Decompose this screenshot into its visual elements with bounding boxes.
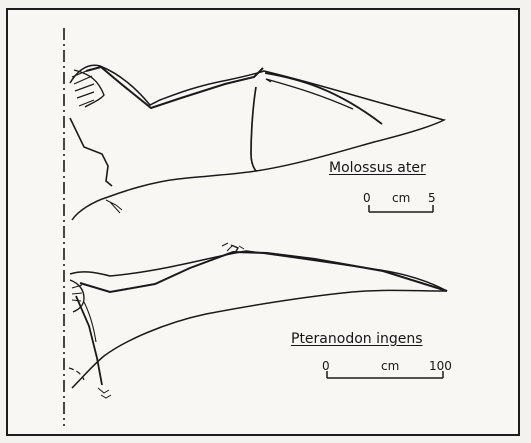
molossus-scale-end: 5 bbox=[428, 191, 436, 205]
molossus-wing-drawing bbox=[70, 65, 444, 220]
pteranodon-scale-unit: cm bbox=[381, 359, 399, 373]
pteranodon-wing-drawing bbox=[69, 243, 447, 398]
molossus-species-label: Molossus ater bbox=[329, 160, 426, 176]
molossus-scale-start: 0 bbox=[363, 191, 371, 205]
molossus-scale-bar bbox=[369, 205, 433, 212]
molossus-scale-unit: cm bbox=[392, 191, 410, 205]
pteranodon-scale-end: 100 bbox=[429, 359, 452, 373]
pteranodon-species-label: Pteranodon ingens bbox=[291, 331, 423, 347]
pteranodon-scale-start: 0 bbox=[322, 359, 330, 373]
